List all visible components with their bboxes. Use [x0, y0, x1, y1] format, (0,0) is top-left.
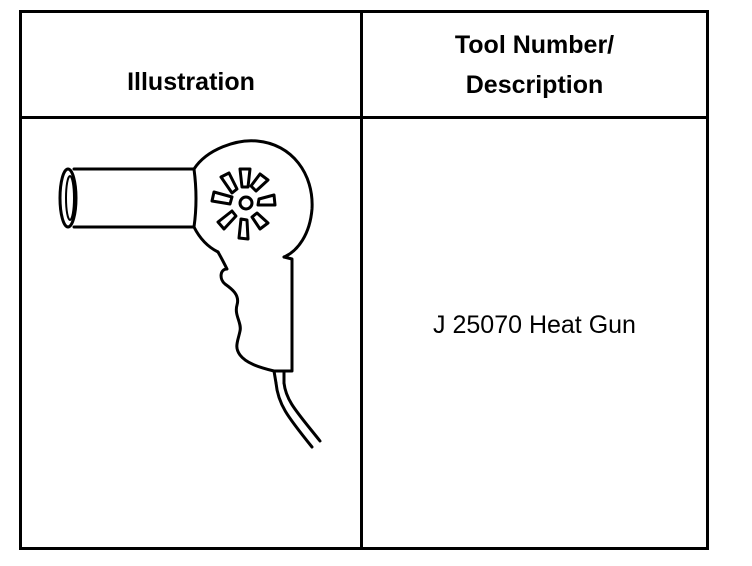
tool-description-header: Tool Number/ Description: [360, 10, 709, 119]
illustration-cell: [19, 116, 363, 550]
description-cell: J 25070 Heat Gun: [360, 116, 709, 550]
table-row: J 25070 Heat Gun: [19, 116, 709, 550]
tool-table: Illustration Tool Number/ Description: [19, 10, 709, 550]
heat-gun-icon: [58, 139, 322, 449]
tool-header-line1: Tool Number/: [454, 30, 615, 59]
tool-header-line2: Description: [465, 70, 604, 99]
illustration-header: Illustration: [19, 10, 363, 119]
tool-description: J 25070 Heat Gun: [433, 310, 636, 339]
illustration-header-label: Illustration: [127, 68, 255, 96]
table-header-row: Illustration Tool Number/ Description: [19, 10, 709, 119]
